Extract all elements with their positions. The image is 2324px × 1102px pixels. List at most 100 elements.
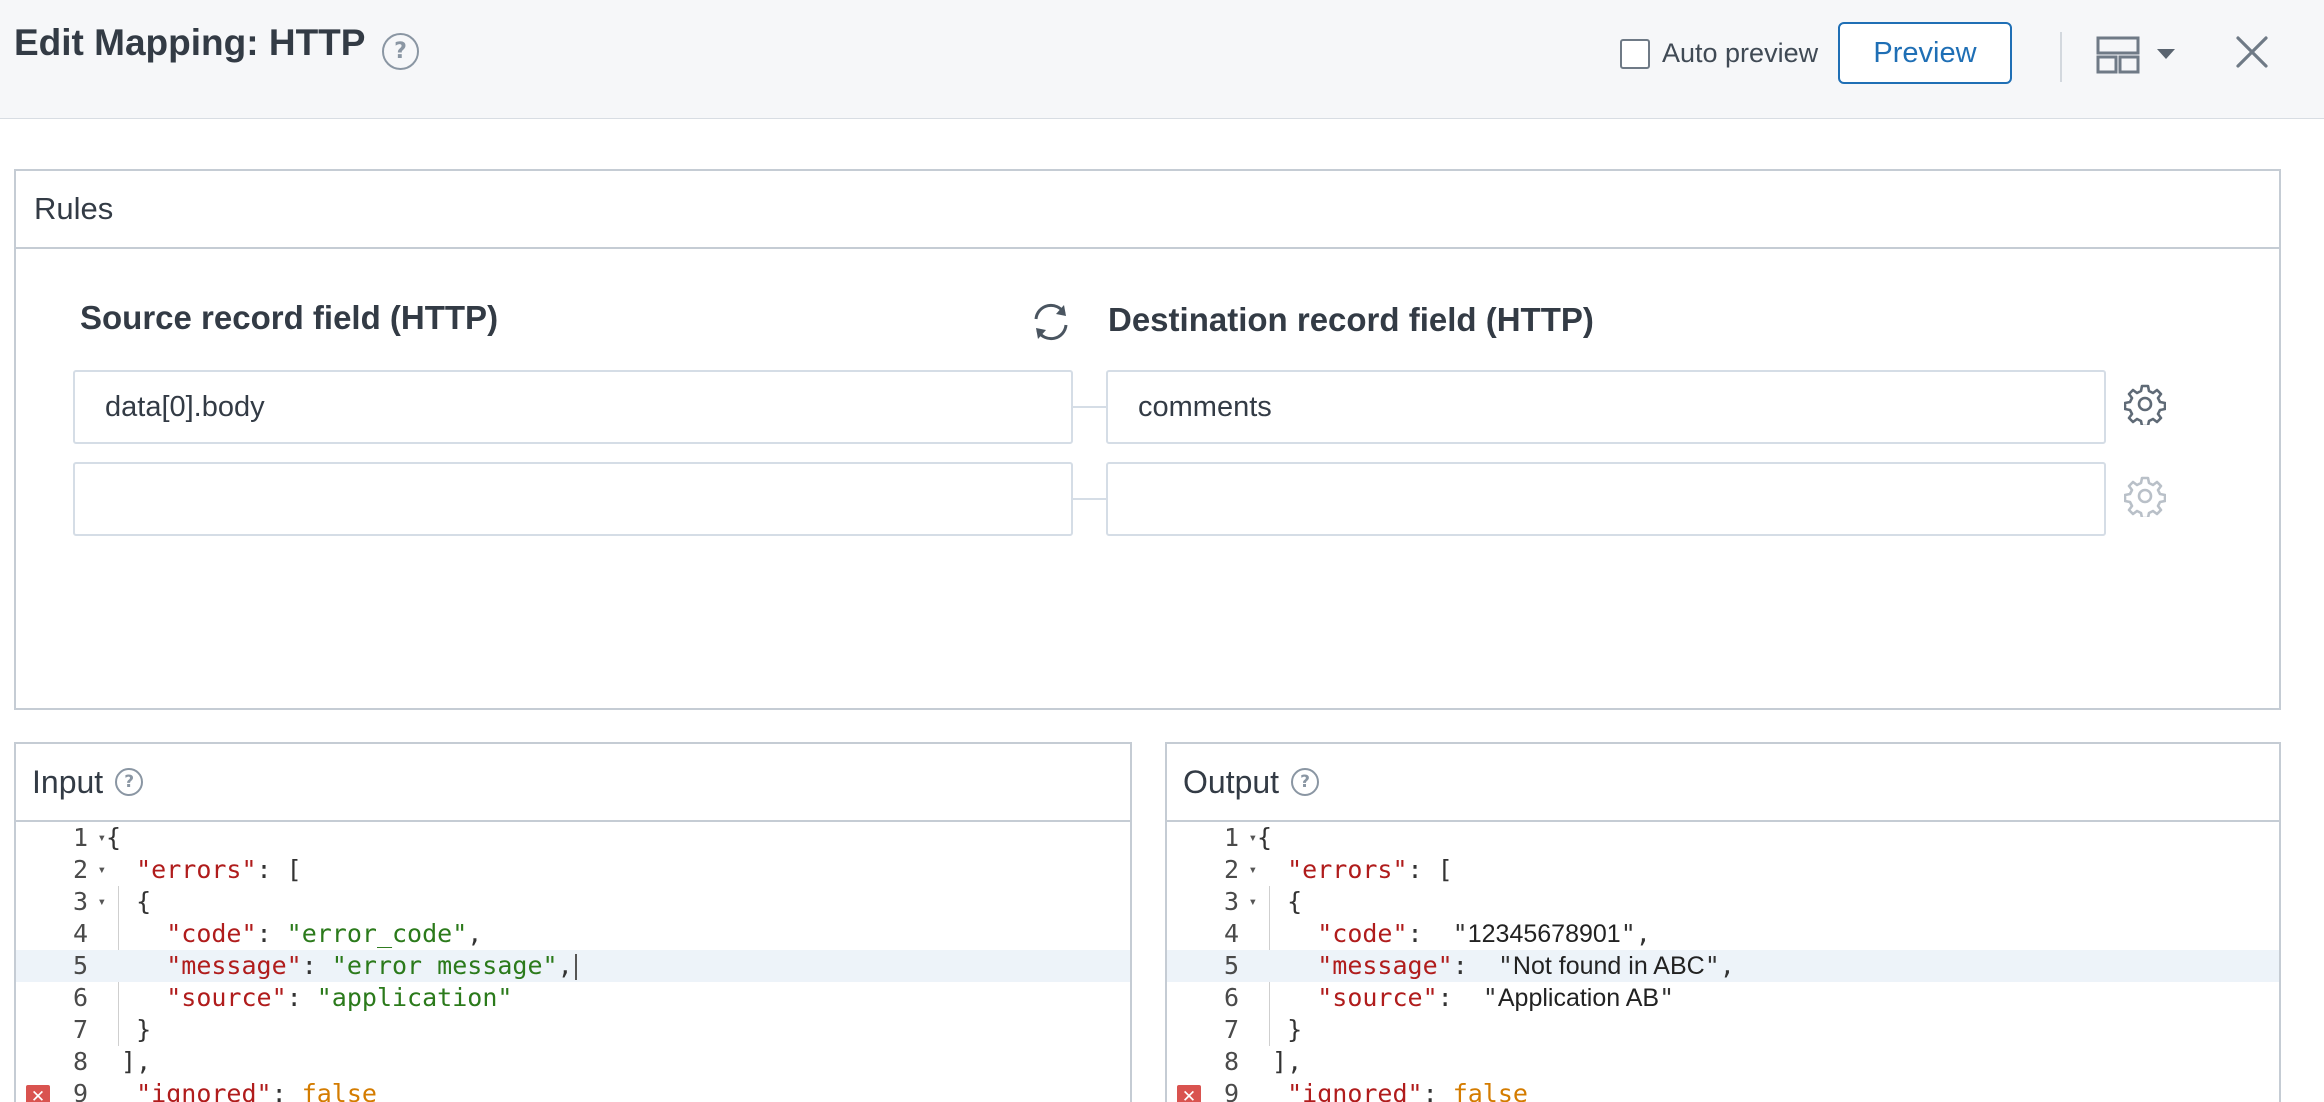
code-line[interactable]: 3▾ {: [1167, 886, 2279, 918]
code-text: "message": "Not found in ABC",: [1257, 950, 1735, 982]
caret-down-icon[interactable]: [2156, 47, 2176, 61]
fold-arrow-icon[interactable]: ▾: [1248, 830, 1257, 846]
code-token: "errors": [136, 855, 257, 884]
code-line[interactable]: 6 "source": "Application AB": [1167, 982, 2279, 1014]
fold-arrow-icon[interactable]: ▾: [1248, 862, 1257, 878]
gear-icon[interactable]: [2124, 475, 2166, 517]
line-number: 9: [1223, 1079, 1239, 1102]
code-line[interactable]: 1▾{: [16, 822, 1130, 854]
code-token: "code": [166, 919, 257, 948]
fold-arrow-icon[interactable]: ▾: [97, 830, 106, 846]
close-icon[interactable]: [2234, 34, 2270, 70]
code-token: {: [1257, 823, 1273, 852]
code-token: :: [256, 919, 287, 948]
code-token: {: [106, 887, 152, 916]
line-gutter: 3▾: [1167, 886, 1257, 918]
code-token: 12345678901: [1467, 920, 1621, 948]
rules-panel: Rules Source record field (HTTP) Destina…: [14, 169, 2281, 710]
fold-arrow-icon[interactable]: ▾: [1248, 894, 1257, 910]
code-token: "application": [316, 983, 513, 1012]
source-field-input[interactable]: data[0].body: [73, 370, 1073, 444]
code-token: : ": [1452, 951, 1513, 980]
code-line[interactable]: 8 ],: [1167, 1046, 2279, 1078]
refresh-swap-icon[interactable]: [1028, 299, 1074, 345]
output-panel-header: Output ?: [1167, 744, 2279, 822]
destination-field-header: Destination record field (HTTP): [1108, 301, 1594, 338]
question-circle-icon[interactable]: ?: [382, 33, 419, 70]
line-number: 9: [72, 1079, 88, 1102]
question-circle-icon[interactable]: ?: [115, 768, 144, 796]
code-line[interactable]: 2▾ "errors": [: [16, 854, 1130, 886]
code-text: "ignored": false: [106, 1078, 377, 1102]
code-token: "code": [1317, 919, 1408, 948]
error-x-icon[interactable]: ✕: [26, 1085, 50, 1102]
line-gutter: 1▾: [1167, 822, 1257, 854]
gear-icon[interactable]: [2124, 383, 2166, 425]
source-field-input[interactable]: [73, 462, 1073, 536]
row-connector: [1073, 498, 1106, 500]
code-token: false: [1452, 1079, 1528, 1102]
line-number: 6: [72, 983, 88, 1012]
layout-grid-icon[interactable]: [2096, 36, 2140, 74]
line-number: 4: [72, 919, 88, 948]
code-line[interactable]: 4 "code": "error_code",: [16, 918, 1130, 950]
line-number: 8: [1223, 1047, 1239, 1076]
fold-arrow-icon[interactable]: ▾: [97, 894, 106, 910]
code-line[interactable]: 5 "message": "Not found in ABC",: [1167, 950, 2279, 982]
input-code-editor[interactable]: 1▾{2▾ "errors": [3▾ {4 "code": "error_co…: [16, 822, 1130, 1102]
code-token: [1257, 919, 1317, 948]
code-token: [106, 983, 166, 1012]
question-circle-icon[interactable]: ?: [1291, 768, 1320, 796]
line-gutter: 8: [16, 1046, 98, 1078]
line-number: 5: [1223, 951, 1239, 980]
fold-arrow-icon[interactable]: ▾: [97, 862, 106, 878]
input-panel-header: Input ?: [16, 744, 1130, 822]
code-token: "error message": [331, 951, 558, 980]
code-line[interactable]: 6 "source": "application": [16, 982, 1130, 1014]
code-line[interactable]: 4 "code": "12345678901",: [1167, 918, 2279, 950]
code-token: [1257, 951, 1317, 980]
code-token: ",: [1620, 919, 1651, 948]
code-text: {: [106, 886, 151, 918]
line-gutter: 1▾: [16, 822, 106, 854]
code-token: ,: [557, 951, 573, 980]
output-code-editor[interactable]: 1▾{2▾ "errors": [3▾ {4 "code": "12345678…: [1167, 822, 2279, 1102]
output-panel: Output ? 1▾{2▾ "errors": [3▾ {4 "code": …: [1165, 742, 2281, 1102]
error-x-icon[interactable]: ✕: [1177, 1085, 1201, 1102]
code-token: :: [271, 1079, 302, 1102]
text-cursor: [574, 954, 577, 980]
code-token: "ignored": [1287, 1079, 1423, 1102]
destination-field-input[interactable]: [1106, 462, 2106, 536]
code-token: :: [301, 951, 332, 980]
code-line[interactable]: ✕ 9 "ignored": false: [1167, 1078, 2279, 1102]
line-gutter: ✕9: [16, 1078, 98, 1102]
auto-preview-toggle[interactable]: Auto preview: [1620, 38, 1818, 69]
code-line[interactable]: ✕9 "ignored": false: [16, 1078, 1130, 1102]
modal-header: Edit Mapping: HTTP ? Auto preview Previe…: [0, 0, 2324, 119]
code-text: "code": "error_code",: [106, 918, 482, 950]
line-gutter: 3▾: [16, 886, 106, 918]
line-number: 1: [1223, 823, 1239, 852]
code-line[interactable]: 1▾{: [1167, 822, 2279, 854]
auto-preview-checkbox[interactable]: [1620, 38, 1650, 69]
code-line[interactable]: 7 }: [1167, 1014, 2279, 1046]
header-divider: [2060, 32, 2062, 82]
code-text: {: [106, 822, 121, 854]
line-number: 5: [72, 951, 88, 980]
code-line[interactable]: 3▾ {: [16, 886, 1130, 918]
code-line[interactable]: 7 }: [16, 1014, 1130, 1046]
code-token: {: [1257, 887, 1303, 916]
code-token: [106, 919, 166, 948]
line-gutter: 2▾: [16, 854, 106, 886]
code-text: "message": "error message",: [106, 950, 577, 982]
code-line[interactable]: 2▾ "errors": [: [1167, 854, 2279, 886]
line-gutter: 6: [1167, 982, 1249, 1014]
code-token: [1257, 855, 1287, 884]
code-token: : ": [1407, 919, 1468, 948]
code-line[interactable]: 8 ],: [16, 1046, 1130, 1078]
code-token: Not found in ABC: [1512, 952, 1705, 980]
destination-field-input[interactable]: comments: [1106, 370, 2106, 444]
code-line[interactable]: 5 "message": "error message",: [16, 950, 1130, 982]
preview-button[interactable]: Preview: [1838, 22, 2012, 84]
code-text: "ignored": false: [1257, 1078, 1528, 1102]
